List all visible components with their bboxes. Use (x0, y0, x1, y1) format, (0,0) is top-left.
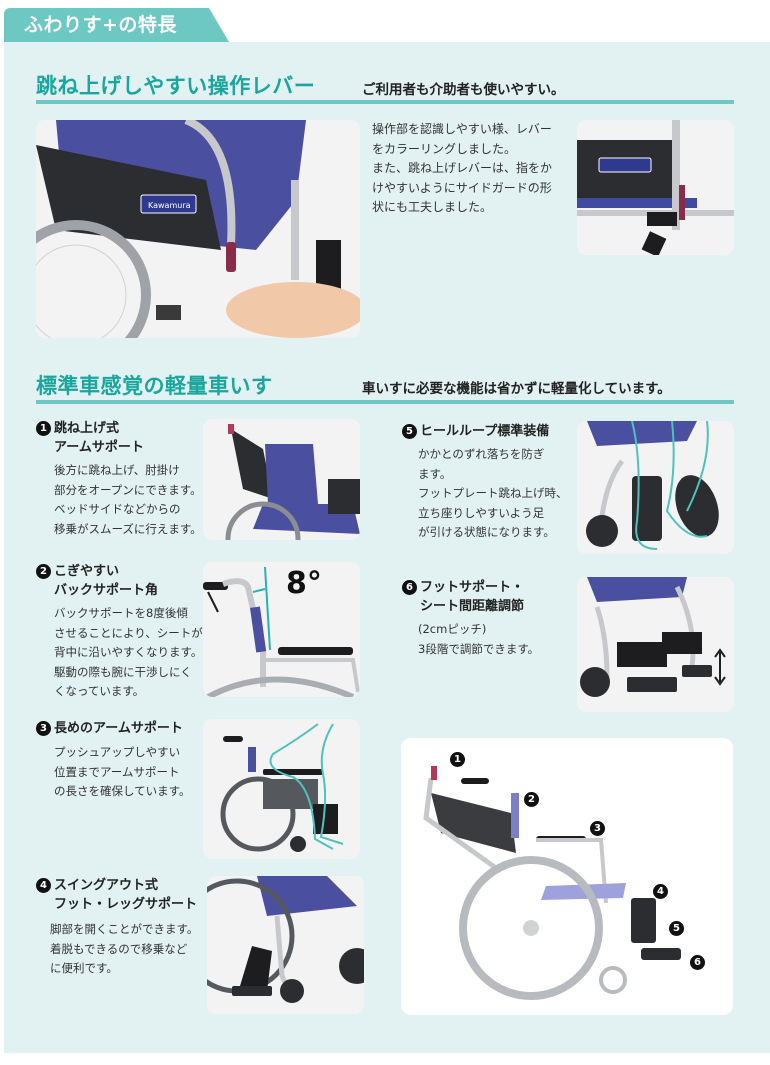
overview-diagram (401, 738, 733, 1015)
wheelchair-overview-image (401, 738, 733, 1015)
diagram-callout-2: 2 (524, 792, 539, 807)
up-down-arrow-icon (714, 648, 726, 686)
feature-4-number: 4 (36, 878, 51, 893)
feature-5-text: かかとのずれ落ちを防ぎ ます。 フットプレート跳ね上げ時、 立ち座りしやすいよう… (418, 447, 568, 539)
feature-2-image (203, 562, 360, 697)
feature-1-number: 1 (36, 421, 51, 436)
feature-3-text: プッシュアップしやすい 位置までアームサポート の長さを確保しています。 (54, 745, 191, 798)
diagram-callout-4: 4 (653, 884, 668, 899)
feature-3-image (203, 719, 360, 859)
feature-2-text: バックサポートを8度後傾 させることにより、シートが 背中に沿いやすくなります。… (54, 606, 203, 698)
flip-up-armrest-image (203, 419, 360, 540)
diagram-callout-6: 6 (690, 955, 705, 970)
feature-4-image (207, 876, 364, 1014)
feature-4-text: 脚部を開くことができます。 着脱もできるので移乗など に便利です。 (50, 922, 199, 975)
back-support-angle-image (203, 562, 360, 697)
section-tab-label: ふわりす+の特長 (24, 14, 177, 36)
feature-5-image (577, 421, 734, 554)
lever-photo-small (577, 120, 734, 255)
swing-out-footrest-image (207, 876, 364, 1014)
foot-support-adjust-image (577, 577, 734, 712)
wheelchair-lever-image: Kawamura (36, 120, 360, 338)
section1-description: 操作部を認識しやすい様、レバー をカラーリングしました。 また、跳ね上げレバーは… (372, 122, 553, 214)
section2-rule (36, 400, 734, 404)
feature-6-number: 6 (402, 580, 417, 595)
feature-5-number: 5 (402, 424, 417, 439)
diagram-callout-3: 3 (590, 821, 605, 836)
section-tab (4, 8, 229, 42)
section1-title: 跳ね上げしやすい操作レバー (36, 74, 316, 98)
lever-photo-large: Kawamura (36, 120, 360, 338)
heel-loop-image (577, 421, 734, 554)
section2-title: 標準車感覚の軽量車いす (36, 374, 273, 398)
section1-rule (36, 100, 734, 104)
feature-6-image (577, 577, 734, 712)
long-armrest-image (203, 719, 360, 859)
section2-subtitle: 車いすに必要な機能は省かずに軽量化しています。 (362, 381, 671, 397)
svg-text:Kawamura: Kawamura (148, 201, 191, 210)
feature-6-text: (2cmピッチ) 3段階で調節できます。 (418, 622, 540, 656)
section1-subtitle: ご利用者も介助者も使いやすい。 (362, 82, 565, 98)
angle-label: 8° (286, 566, 322, 601)
feature-1-image (203, 419, 360, 540)
feature-2-number: 2 (36, 564, 51, 579)
side-guard-image (577, 120, 734, 255)
feature-1-text: 後方に跳ね上げ、肘掛け 部分をオープンにできます。 ベッドサイドなどからの 移乗… (54, 463, 202, 536)
diagram-callout-1: 1 (450, 752, 465, 767)
diagram-callout-5: 5 (669, 921, 684, 936)
feature-3-number: 3 (36, 721, 51, 736)
